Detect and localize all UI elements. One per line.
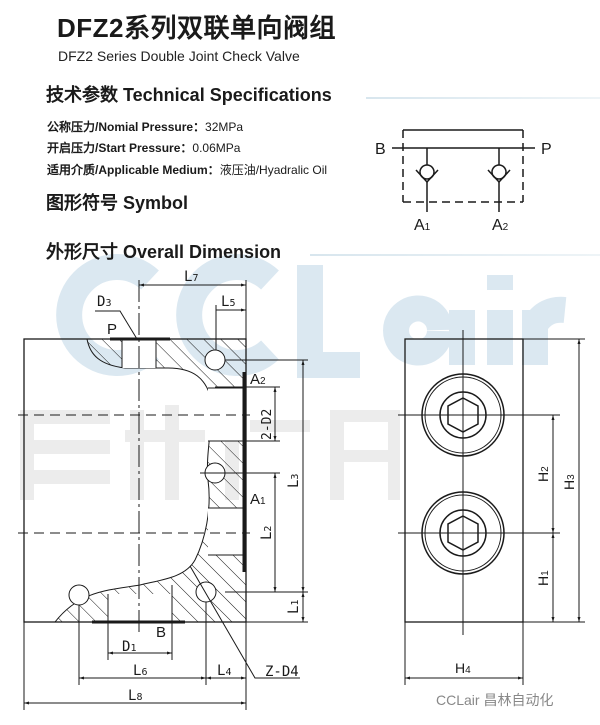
dim-label-d1: D1 xyxy=(122,639,136,655)
spec-nominal-pressure: 公称压力/Nomial Pressure：32MPa xyxy=(47,118,243,135)
dim-label-z-d4: Z-D4 xyxy=(265,664,299,680)
mounting-hole xyxy=(68,584,90,606)
symbol-port-b: B xyxy=(375,141,386,158)
dim-label-l6: L6 xyxy=(133,663,147,679)
dim-label-h2: H2 xyxy=(535,466,551,482)
page-subtitle: DFZ2 Series Double Joint Check Valve xyxy=(58,48,300,64)
spec-label: 开启压力/Start Pressure： xyxy=(47,141,193,155)
symbol-port-a2: A2 xyxy=(492,217,509,234)
dim-label-l7: L7 xyxy=(184,269,198,285)
dim-label-l8: L8 xyxy=(128,688,142,704)
dim-label-l5: L5 xyxy=(221,294,235,310)
page-title: DFZ2系列双联单向阀组 xyxy=(57,13,337,43)
port-label-p: P xyxy=(107,321,117,338)
heading-rule xyxy=(366,97,600,99)
check-valve-icon xyxy=(487,148,511,212)
dim-label-l4: L4 xyxy=(217,663,231,679)
dim-label-2-d2: 2-D2 xyxy=(260,409,275,440)
dim-label-h1: H1 xyxy=(535,570,551,586)
symbol-port-p: P xyxy=(541,141,552,158)
spec-value: 液压油/Hyadralic Oil xyxy=(219,163,328,177)
heading-technical-specifications: 技术参数 Technical Specifications xyxy=(46,85,332,105)
plug-screw-icon xyxy=(421,491,505,575)
heading-rule xyxy=(310,254,600,256)
port-label-a2: A2 xyxy=(250,371,266,388)
mounting-hole xyxy=(195,581,217,603)
spec-value: 0.06MPa xyxy=(192,141,241,155)
side-view-drawing xyxy=(398,330,585,685)
plug-screw-icon xyxy=(421,373,505,457)
heading-overall-dimension: 外形尺寸 Overall Dimension xyxy=(46,242,282,262)
check-valve-icon xyxy=(415,148,439,212)
spec-start-pressure: 开启压力/Start Pressure：0.06MPa xyxy=(47,139,240,156)
dim-label-d3: D3 xyxy=(97,294,111,310)
spec-applicable-medium: 适用介质/Applicable Medium：液压油/Hyadralic Oil xyxy=(47,161,327,178)
spec-value: 32MPa xyxy=(205,120,244,134)
heading-symbol: 图形符号 Symbol xyxy=(46,193,189,213)
mounting-hole xyxy=(204,349,226,371)
dim-label-l3: L3 xyxy=(286,474,302,488)
hydraulic-symbol xyxy=(392,129,535,212)
dim-label-h3: H3 xyxy=(561,474,577,490)
spec-label: 适用介质/Applicable Medium： xyxy=(47,163,220,177)
port-label-b: B xyxy=(156,624,166,641)
spec-label: 公称压力/Nomial Pressure： xyxy=(47,120,206,134)
footer-brand: CCLair 昌林自动化 xyxy=(436,692,554,708)
dim-label-l1: L1 xyxy=(286,600,302,614)
symbol-port-a1: A1 xyxy=(414,217,431,234)
dim-label-h4: H4 xyxy=(455,660,471,676)
front-view-drawing xyxy=(18,280,308,710)
dim-label-l2: L2 xyxy=(259,526,275,540)
port-label-a1: A1 xyxy=(250,491,266,508)
